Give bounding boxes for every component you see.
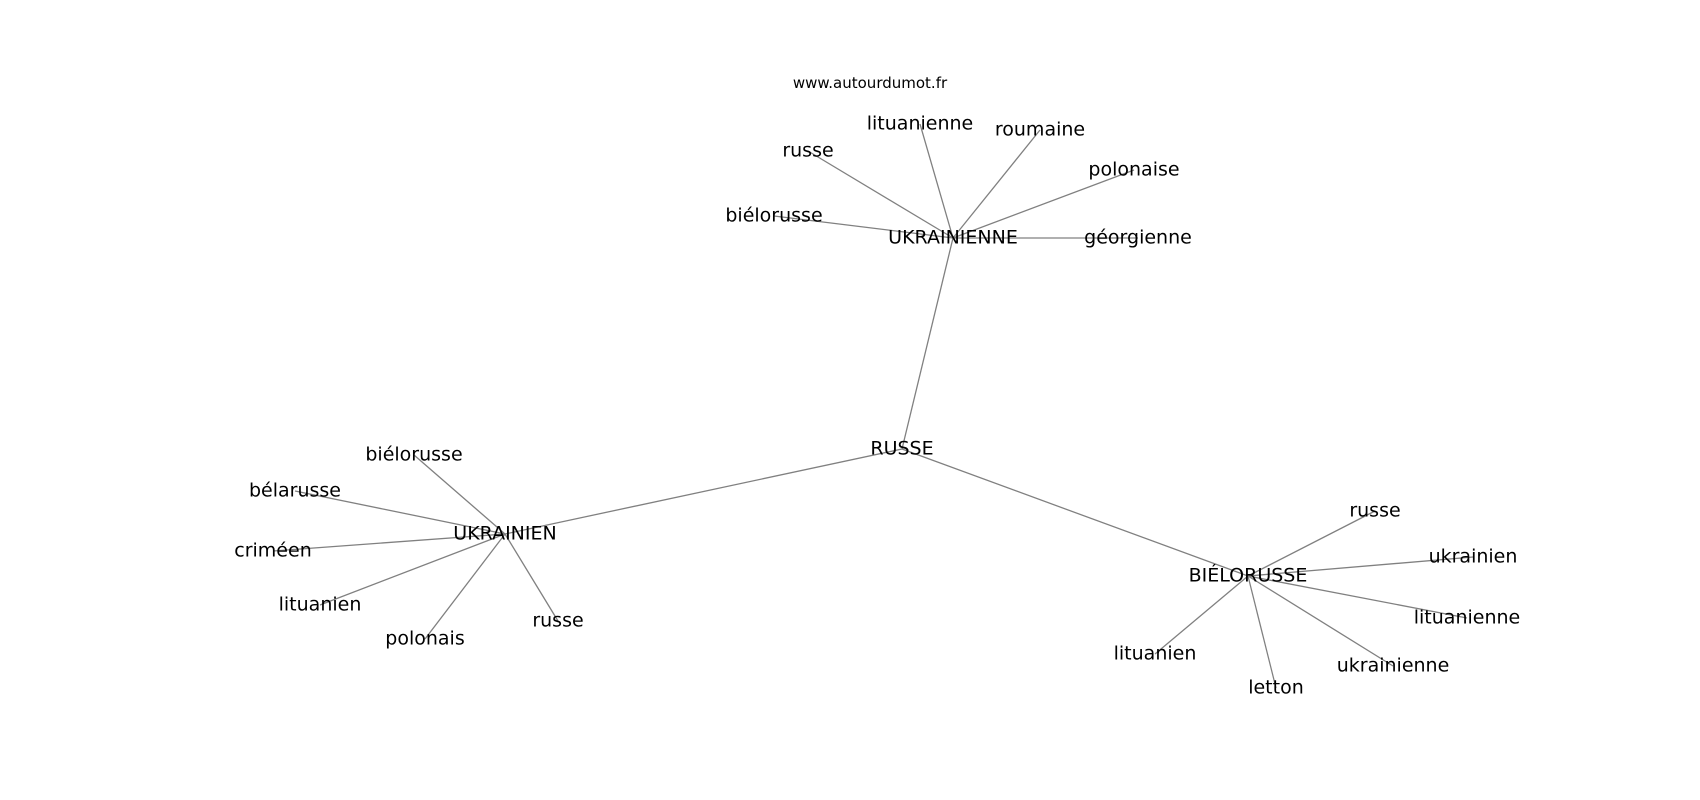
node-label-ua-f-bielorusse: biélorusse [725,205,822,227]
node-label-by-letton: letton [1248,677,1304,699]
node-label-ua-f-lituanienne: lituanienne [867,113,973,135]
node-label-ukrainienne: UKRAINIENNE [888,227,1018,249]
edge-russe_center-ukrainienne [901,237,954,450]
node-label-ua-m-crimeen: criméen [234,540,311,562]
edge-russe_center-ukrainien [504,448,903,535]
edge-bielorusse-by_letton [1247,575,1277,689]
node-label-ua-m-belarusse: bélarusse [249,480,341,502]
edge-bielorusse-by_lituanien [1154,575,1249,655]
edge-ukrainienne-ua_f_russe [807,150,954,239]
edge-ukrainien-ua_m_crimeen [272,533,506,552]
node-label-ua-m-lituanien: lituanien [279,594,362,616]
edge-bielorusse-by_ukrainien [1247,556,1474,577]
node-label-ua-f-polonaise: polonaise [1088,159,1179,181]
node-label-russe-center: RUSSE [870,438,933,460]
edge-ukrainien-ua_m_belarusse [294,490,506,535]
edge-bielorusse-by_russe [1247,510,1376,577]
node-label-ukrainien: UKRAINIEN [453,523,556,545]
node-label-by-russe: russe [1349,500,1400,522]
edge-bielorusse-by_lituanienne [1247,575,1468,619]
edge-ukrainienne-ua_f_lituanienne [919,123,954,239]
node-label-by-ukrainien: ukrainien [1429,546,1518,568]
node-label-bielorusse: BIÉLORUSSE [1189,564,1308,587]
edge-ukrainien-ua_m_bielorusse [413,454,506,535]
node-label-ua-f-russe: russe [782,140,833,162]
node-label-ua-m-polonais: polonais [385,628,464,650]
node-layer: RUSSE UKRAINIENNE UKRAINIEN BIÉLORUSSE russe… [234,113,1520,699]
edge-ukrainien-ua_m_polonais [424,533,506,640]
edge-russe_center-bielorusse [901,448,1249,577]
edge-ukrainienne-ua_f_bielorusse [773,215,954,239]
edge-ukrainienne-ua_f_roumaine [952,129,1041,239]
edge-ukrainien-ua_m_lituanien [319,533,506,606]
node-label-ua-m-russe: russe [532,610,583,632]
edge-ukrainienne-ua_f_polonaise [952,169,1135,239]
node-label-by-ukrainienne: ukrainienne [1337,655,1450,677]
edge-ukrainien-ua_m_russe [504,533,559,622]
edge-layer [272,123,1474,689]
node-label-by-lituanienne: lituanienne [1414,607,1520,629]
node-label-by-lituanien: lituanien [1114,643,1197,665]
node-label-ua-m-bielorusse: biélorusse [365,444,462,466]
node-label-ua-f-georgienne: géorgienne [1084,227,1192,249]
watermark-text: www.autourdumot.fr [793,74,948,92]
edge-bielorusse-by_ukrainienne [1247,575,1394,667]
node-label-ua-f-roumaine: roumaine [995,119,1085,141]
